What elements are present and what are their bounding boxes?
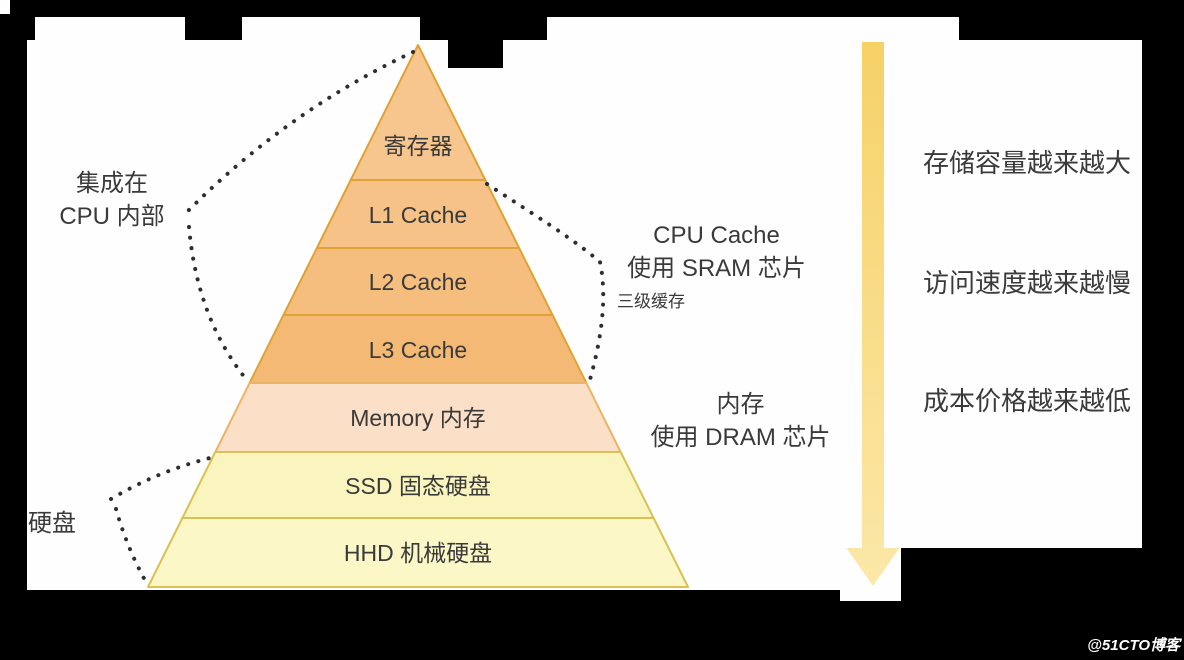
panel-item-cost: 成本价格越来越低 bbox=[922, 386, 1131, 416]
annotation-cpu-cache: CPU Cache 使用 SRAM 芯片 bbox=[594, 219, 839, 285]
bg-strip-1 bbox=[35, 17, 185, 42]
label-ssd: SSD 固态硬盘 bbox=[345, 473, 491, 499]
annotation-cpu-internal-line1: 集成在 bbox=[76, 170, 148, 197]
panel-item-speed: 访问速度越来越慢 bbox=[922, 268, 1131, 298]
label-l3-cache: L3 Cache bbox=[368, 337, 468, 363]
bg-strip-2 bbox=[242, 17, 420, 42]
panel-item-capacity: 存储容量越来越大 bbox=[922, 148, 1131, 178]
annotation-cpu-cache-line2: 使用 SRAM 芯片 bbox=[627, 255, 806, 282]
pyramid-level-hhd bbox=[147, 517, 689, 588]
annotation-cpu-internal-line2: CPU 内部 bbox=[59, 203, 165, 230]
bg-strip-3 bbox=[547, 17, 959, 42]
down-arrow bbox=[846, 42, 900, 586]
annotation-l3-note: 三级缓存 bbox=[617, 292, 685, 311]
label-registers: 寄存器 bbox=[383, 133, 453, 159]
label-hhd: HHD 机械硬盘 bbox=[343, 540, 493, 566]
annotation-memory-line1: 内存 bbox=[716, 391, 765, 418]
bg-chip-topleft bbox=[0, 0, 10, 14]
label-l2-cache: L2 Cache bbox=[368, 269, 468, 295]
annotation-disk: 硬盘 bbox=[28, 510, 76, 537]
dotted-line-cache-to-sram-note bbox=[485, 182, 606, 385]
annotation-memory-line2: 使用 DRAM 芯片 bbox=[650, 424, 831, 451]
bg-arrow-foot bbox=[840, 590, 901, 601]
annotation-cpu-cache-line1: CPU Cache bbox=[653, 222, 780, 249]
annotation-memory: 内存 使用 DRAM 芯片 bbox=[618, 388, 863, 454]
bg-notch bbox=[448, 40, 503, 68]
dotted-line-disk-label-up bbox=[109, 455, 216, 501]
watermark: @51CTO博客 bbox=[1087, 637, 1180, 654]
dotted-line-cpu-label-to-edge bbox=[187, 225, 248, 381]
label-l1-cache: L1 Cache bbox=[368, 202, 468, 228]
dotted-line-disk-label-down bbox=[114, 507, 148, 584]
label-memory: Memory 内存 bbox=[350, 405, 486, 431]
annotation-cpu-internal: 集成在 CPU 内部 bbox=[12, 167, 212, 233]
